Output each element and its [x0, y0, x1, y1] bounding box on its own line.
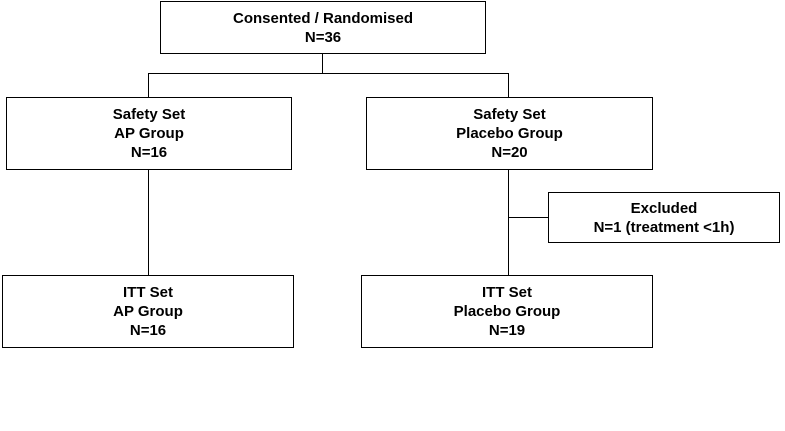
connector-ap-vertical	[148, 170, 149, 276]
consented-randomised-box: Consented / Randomised N=36	[160, 1, 486, 54]
connector-to-safety-ap	[148, 73, 149, 98]
itt-ap-group: AP Group	[113, 303, 183, 320]
safety-ap-count: N=16	[130, 144, 168, 161]
safety-ap-label: Safety Set	[112, 106, 186, 123]
itt-set-ap-box: ITT Set AP Group N=16	[2, 275, 294, 348]
itt-placebo-group: Placebo Group	[453, 303, 561, 320]
connector-branch-horizontal	[148, 73, 508, 74]
consented-count: N=36	[304, 28, 342, 46]
connector-to-excluded	[508, 217, 548, 218]
safety-placebo-group: Placebo Group	[456, 125, 563, 142]
consented-label: Consented / Randomised	[232, 9, 414, 27]
safety-placebo-count: N=20	[491, 144, 528, 161]
safety-set-ap-box: Safety Set AP Group N=16	[6, 97, 292, 170]
safety-placebo-label: Safety Set	[473, 106, 546, 123]
excluded-count: N=1 (treatment <1h)	[593, 218, 735, 236]
connector-to-safety-placebo	[508, 73, 509, 98]
itt-set-placebo-box: ITT Set Placebo Group N=19	[361, 275, 653, 348]
safety-set-placebo-box: Safety Set Placebo Group N=20	[366, 97, 653, 170]
itt-placebo-label: ITT Set	[481, 284, 532, 301]
connector-top-down	[322, 53, 323, 73]
connector-placebo-vertical	[508, 170, 509, 276]
itt-placebo-count: N=19	[488, 322, 526, 339]
excluded-box: Excluded N=1 (treatment <1h)	[548, 192, 780, 243]
excluded-label: Excluded	[630, 199, 698, 217]
itt-ap-count: N=16	[129, 322, 167, 339]
itt-ap-label: ITT Set	[122, 284, 173, 301]
safety-ap-group: AP Group	[114, 125, 184, 142]
